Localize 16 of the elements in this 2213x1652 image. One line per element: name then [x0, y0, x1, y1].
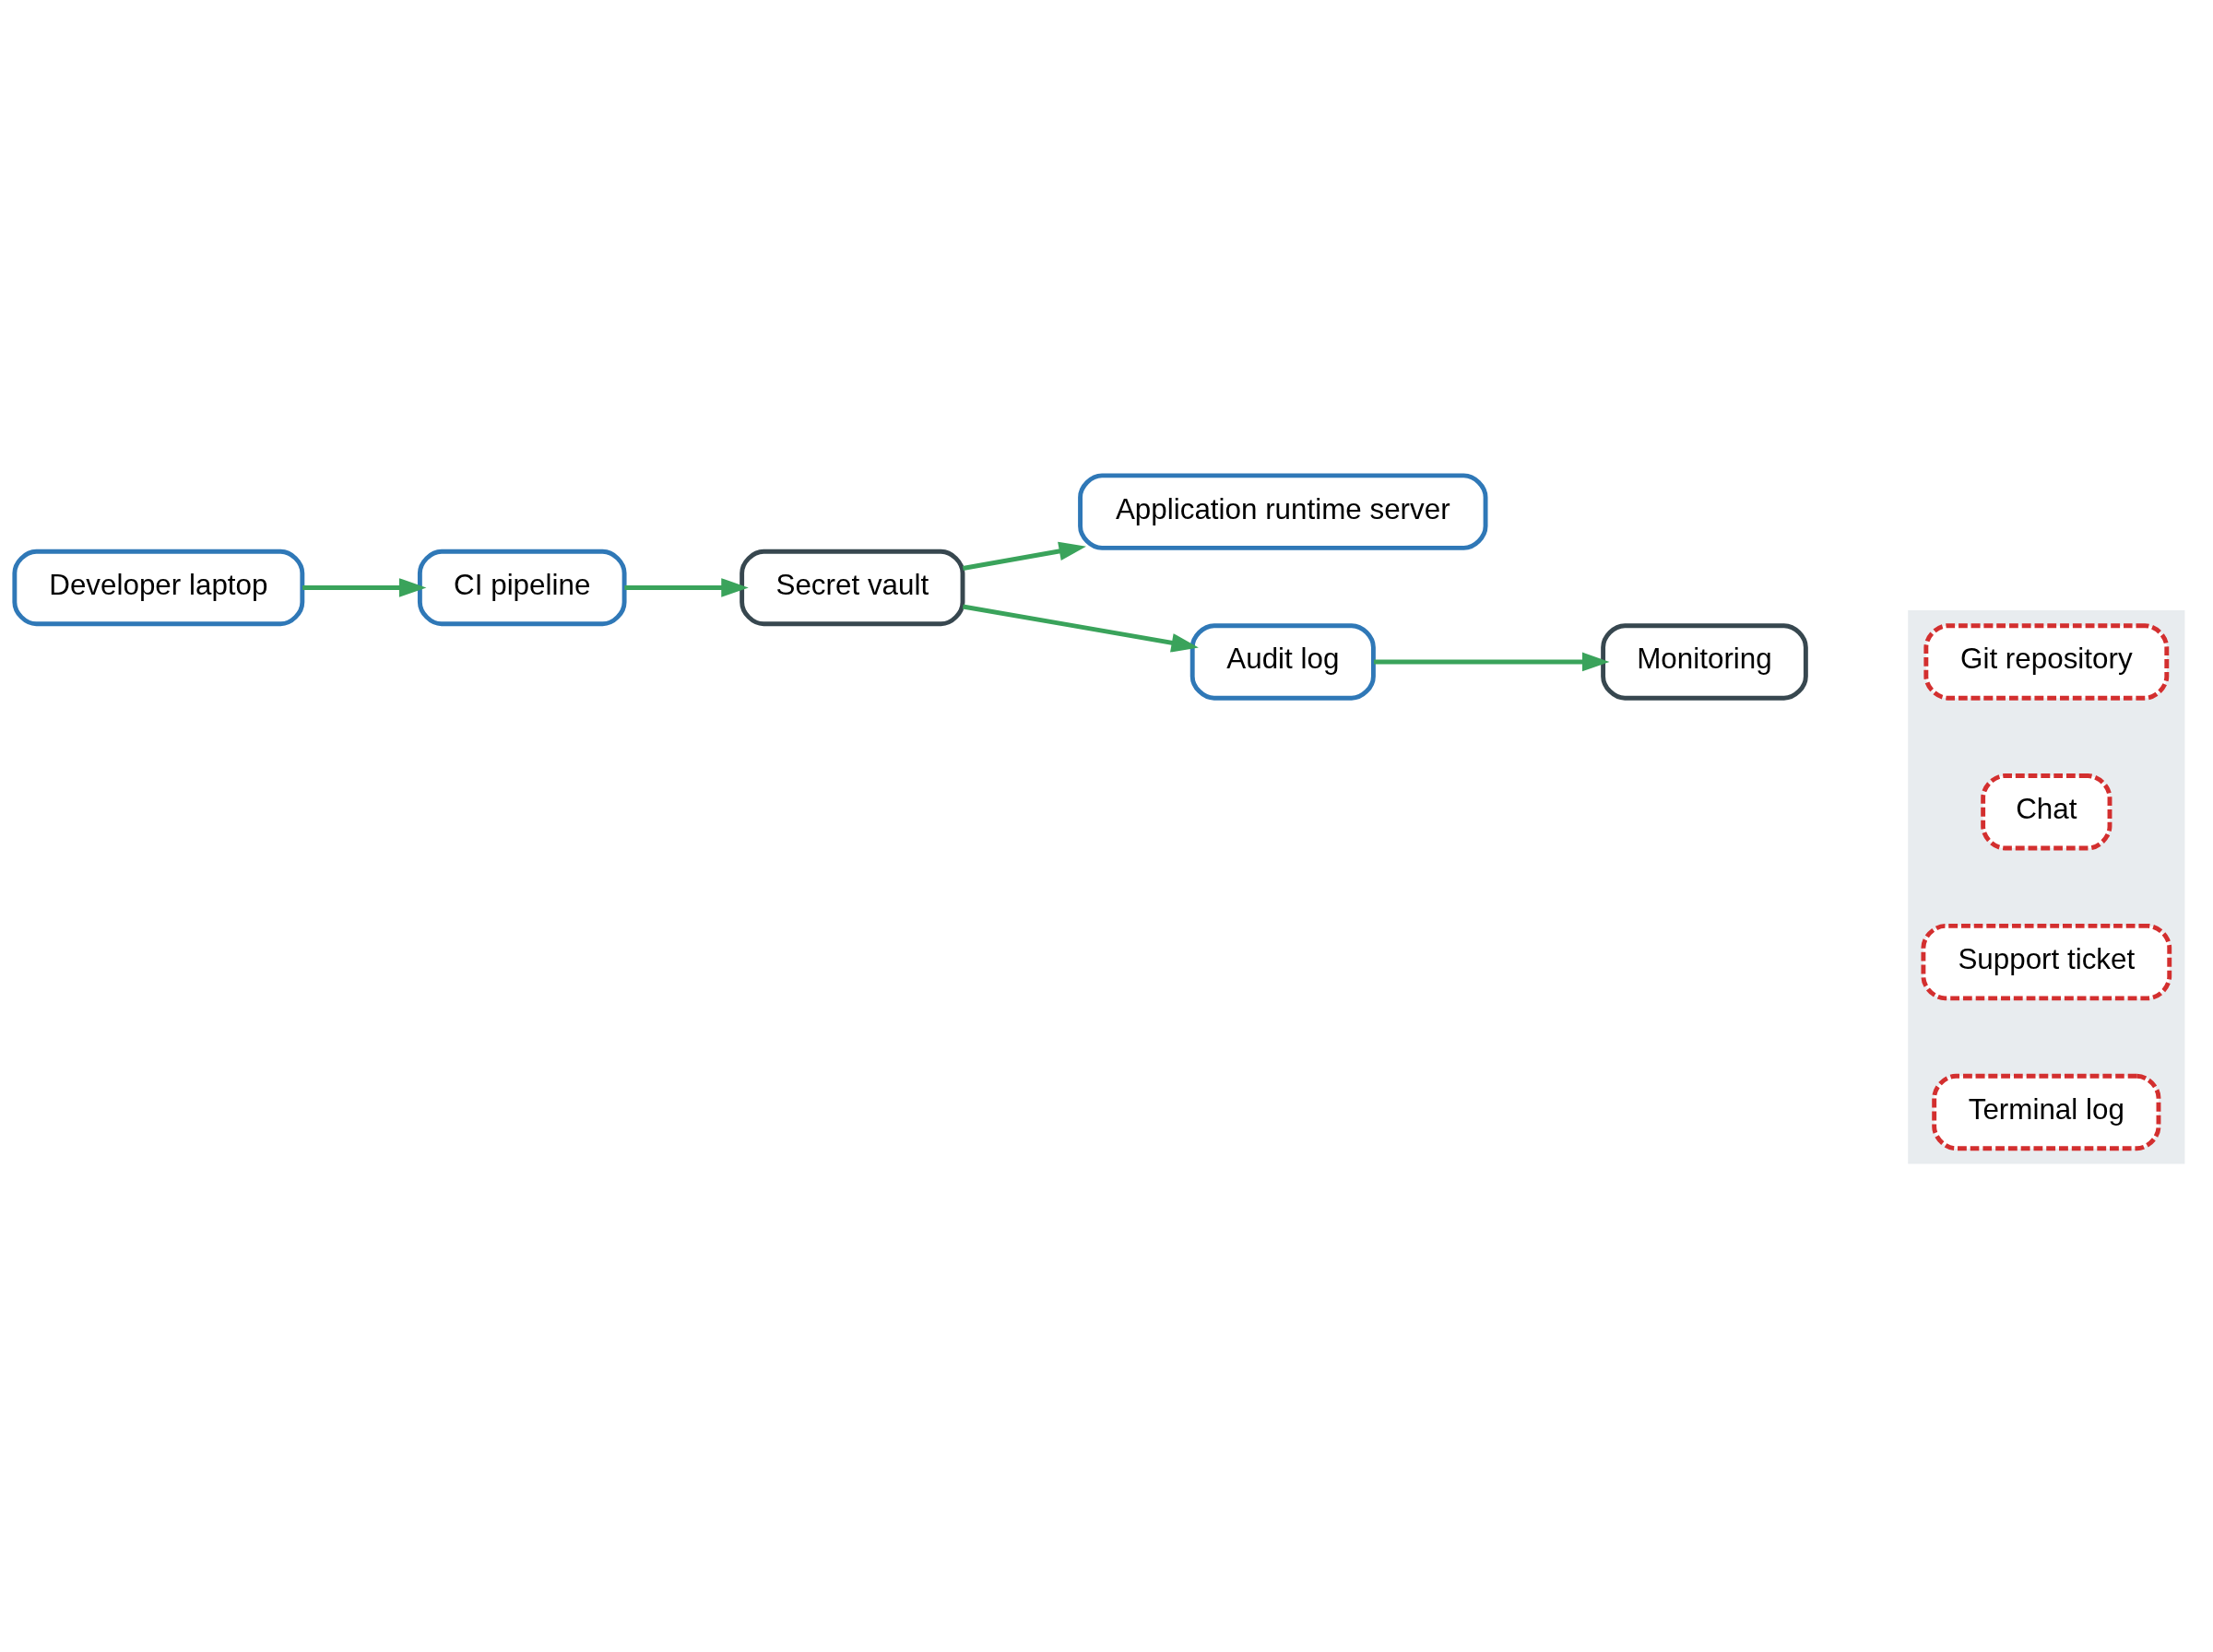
- node-box: Terminal log: [1932, 1073, 2161, 1150]
- arrow: [962, 604, 1199, 653]
- node-box: Secret vault: [740, 549, 965, 626]
- arrow: [1373, 652, 1610, 671]
- node-box: Git repository: [1923, 622, 2170, 701]
- node-box: Application runtime server: [1078, 472, 1488, 550]
- node-box: Monitoring: [1601, 622, 1808, 701]
- arrow: [302, 577, 427, 597]
- arrow: [624, 577, 749, 597]
- arrow: [962, 541, 1086, 571]
- node-box: Chat: [1981, 773, 2112, 850]
- node-box: Audit log: [1189, 622, 1376, 701]
- node-box: Developer laptop: [12, 549, 305, 626]
- node-box: CI pipeline: [417, 549, 627, 626]
- cluster: [1908, 609, 2185, 1163]
- node-box: Support ticket: [1921, 923, 2172, 1000]
